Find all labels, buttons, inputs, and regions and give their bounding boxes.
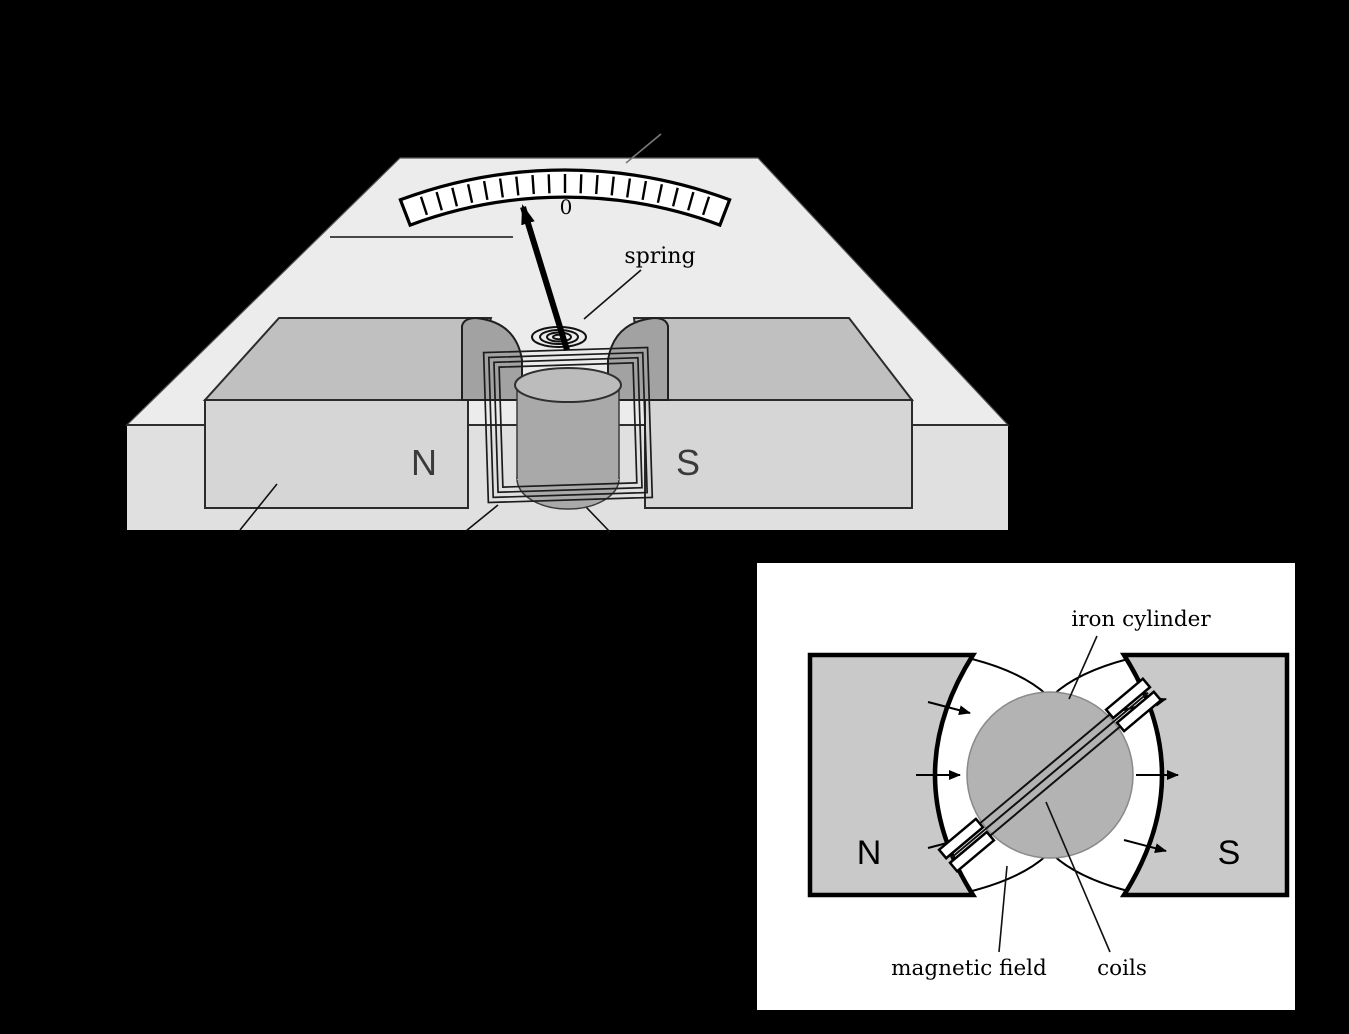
field-arc-top-left bbox=[971, 658, 1048, 696]
scale-tick-marks bbox=[419, 174, 711, 216]
inset-north-pole bbox=[807, 652, 978, 898]
coil-side-line-2 bbox=[951, 691, 1149, 859]
coil-turn-2 bbox=[487, 351, 649, 499]
iron-cylinder-leader bbox=[1068, 635, 1098, 700]
spring-leader-line bbox=[583, 269, 642, 320]
coil-bundle-right-1 bbox=[1104, 677, 1152, 720]
coil-turn-3 bbox=[493, 356, 643, 494]
field-arc-bottom-right bbox=[1052, 854, 1129, 892]
cylinder-top bbox=[514, 367, 622, 403]
scale-leader-line bbox=[625, 133, 662, 164]
coils-label: coils bbox=[1097, 956, 1147, 981]
magnetic-field-label: magnetic field bbox=[891, 956, 1047, 981]
scale-zero-label: 0 bbox=[560, 195, 573, 219]
iron-cylinder-label: iron cylinder bbox=[1071, 607, 1211, 632]
inset-coil bbox=[937, 677, 1163, 873]
south-pole-label: S bbox=[676, 442, 700, 483]
spring-label: spring bbox=[624, 244, 695, 269]
coil-leader-line bbox=[465, 504, 499, 532]
magnetic-field-leader bbox=[998, 865, 1008, 953]
coil-turn-4 bbox=[498, 362, 638, 488]
coil-windings bbox=[482, 346, 654, 504]
magnet-leader-line bbox=[239, 483, 278, 531]
inset-north-label: N bbox=[857, 834, 882, 872]
field-arrow-left-top bbox=[927, 701, 971, 716]
coils-leader bbox=[1045, 801, 1111, 953]
coil-bundle-right-2 bbox=[1115, 690, 1163, 733]
coil-bundle-left-2 bbox=[948, 830, 996, 873]
field-arc-bottom-left bbox=[971, 854, 1048, 892]
left-magnet-front bbox=[204, 399, 469, 509]
field-arrow-right-bottom bbox=[1123, 839, 1167, 854]
inset-south-pole bbox=[1119, 652, 1290, 898]
main-galvanometer: 0 N S bbox=[125, 133, 1010, 533]
core-leader-line bbox=[585, 506, 611, 533]
scale-arc bbox=[398, 168, 732, 228]
coil-bundle-left-1 bbox=[937, 817, 985, 860]
pointer-needle bbox=[520, 204, 570, 351]
north-pole-label: N bbox=[411, 442, 437, 483]
inset-south-label: S bbox=[1218, 834, 1241, 872]
inset-cross-section: iron cylinder magnetic field coils N S bbox=[757, 563, 1295, 1010]
field-arc-top-right bbox=[1052, 658, 1129, 696]
right-magnet-front bbox=[644, 399, 913, 509]
